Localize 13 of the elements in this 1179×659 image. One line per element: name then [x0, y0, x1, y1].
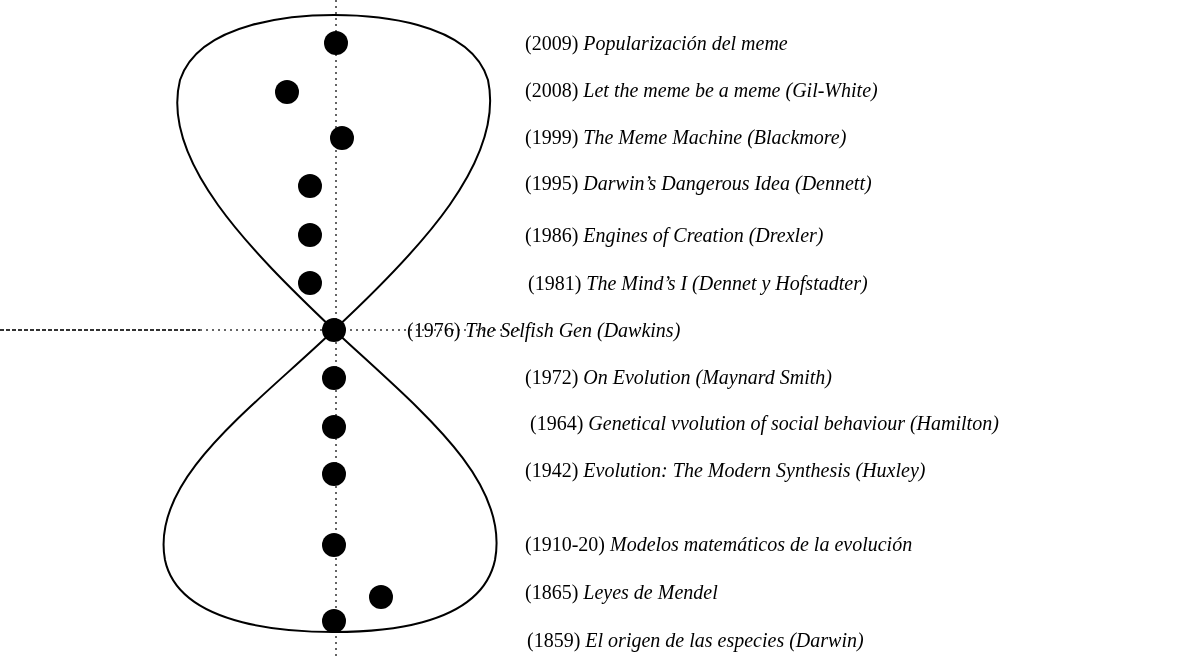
timeline-entry: (1999) The Meme Machine (Blackmore) [525, 125, 847, 149]
timeline-entry: (1859) El origen de las especies (Darwin) [527, 628, 864, 652]
timeline-entry: (1976) The Selfish Gen (Dawkins) [407, 318, 681, 342]
timeline-entry: (2009) Popularización del meme [525, 31, 788, 55]
timeline-entry: (1986) Engines of Creation (Drexler) [525, 223, 824, 247]
timeline-entry: (1972) On Evolution (Maynard Smith) [525, 365, 832, 389]
timeline-entry: (1995) Darwin’s Dangerous Idea (Dennett) [525, 171, 872, 195]
timeline-entry: (1865) Leyes de Mendel [525, 580, 718, 604]
timeline-entry: (1942) Evolution: The Modern Synthesis (Huxley) [525, 458, 926, 482]
timeline-entry: (1910-20) Modelos matemáticos de la evolución [525, 532, 913, 556]
timeline-entry: (1964) Genetical vvolution of social behaviour (Hamilton) [530, 411, 999, 435]
timeline-entry: (1981) The Mind’s I (Dennet y Hofstadter) [528, 271, 868, 295]
timeline-entry: (2008) Let the meme be a meme (Gil-White) [525, 78, 878, 102]
